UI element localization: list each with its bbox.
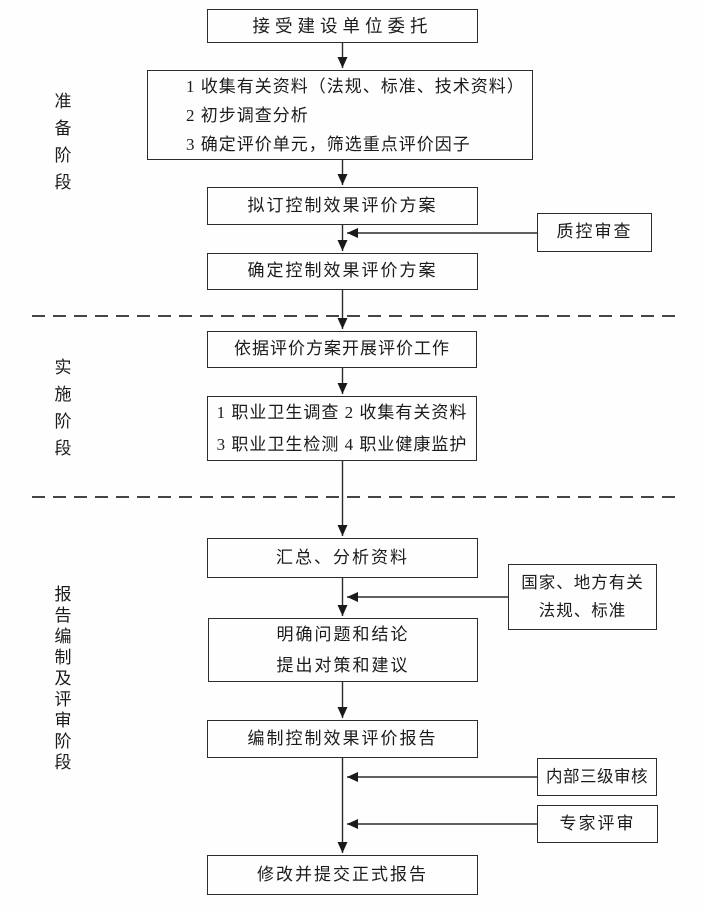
step-clarify-line-1: 明确问题和结论: [276, 625, 410, 644]
step-collect-line-3: 3 确定评价单元，筛选重点评价因子: [186, 134, 471, 154]
step-draft-evaluation-plan-label: 拟订控制效果评价方案: [247, 195, 438, 215]
side-laws-line-1: 国家、地方有关: [521, 573, 644, 592]
side-qc-review: 质控审查: [537, 213, 652, 252]
stage-label-preparation: 准备阶段: [54, 92, 72, 192]
step-compile-report: 编制控制效果评价报告: [207, 720, 478, 758]
side-expert-review: 专家评审: [537, 805, 658, 843]
step-collect-materials: 1 收集有关资料（法规、标准、技术资料） 2 初步调查分析 3 确定评价单元，筛…: [147, 70, 533, 160]
step-accept-commission-label: 接受建设单位委托: [252, 15, 433, 36]
step-carry-out-evaluation-label: 依据评价方案开展评价工作: [234, 339, 450, 359]
step-accept-commission: 接受建设单位委托: [207, 9, 478, 43]
step-confirm-evaluation-plan-label: 确定控制效果评价方案: [247, 261, 438, 281]
step-draft-evaluation-plan: 拟订控制效果评价方案: [207, 187, 478, 225]
side-laws-line-2: 法规、标准: [538, 601, 627, 620]
step-implementation-items: 1 职业卫生调查 2 收集有关资料 3 职业卫生检测 4 职业健康监护: [207, 396, 477, 461]
step-carry-out-evaluation: 依据评价方案开展评价工作: [207, 331, 477, 368]
stage-label-implementation: 实施阶段: [54, 358, 72, 458]
step-clarify-conclusions: 明确问题和结论 提出对策和建议: [208, 618, 478, 682]
side-qc-review-label: 质控审查: [556, 222, 633, 242]
step-implementation-line-1: 1 职业卫生调查 2 收集有关资料: [216, 402, 468, 422]
step-implementation-line-2: 3 职业卫生检测 4 职业健康监护: [216, 434, 468, 454]
stage-label-report-review: 报告编制及评审阶段: [54, 585, 72, 772]
step-revise-submit-report: 修改并提交正式报告: [207, 855, 478, 895]
step-collect-line-2: 2 初步调查分析: [186, 105, 309, 125]
step-summarize-analyze: 汇总、分析资料: [207, 538, 478, 578]
step-compile-report-label: 编制控制效果评价报告: [247, 728, 438, 748]
step-summarize-analyze-label: 汇总、分析资料: [276, 547, 409, 567]
step-confirm-evaluation-plan: 确定控制效果评价方案: [207, 253, 478, 290]
side-expert-review-label: 专家评审: [559, 813, 636, 833]
side-internal-review-label: 内部三级审核: [546, 767, 648, 787]
side-laws-standards: 国家、地方有关 法规、标准: [508, 564, 657, 630]
step-collect-line-1: 1 收集有关资料（法规、标准、技术资料）: [186, 76, 525, 96]
step-revise-submit-report-label: 修改并提交正式报告: [257, 864, 428, 884]
step-clarify-line-2: 提出对策和建议: [276, 656, 410, 675]
side-internal-review: 内部三级审核: [537, 758, 657, 796]
